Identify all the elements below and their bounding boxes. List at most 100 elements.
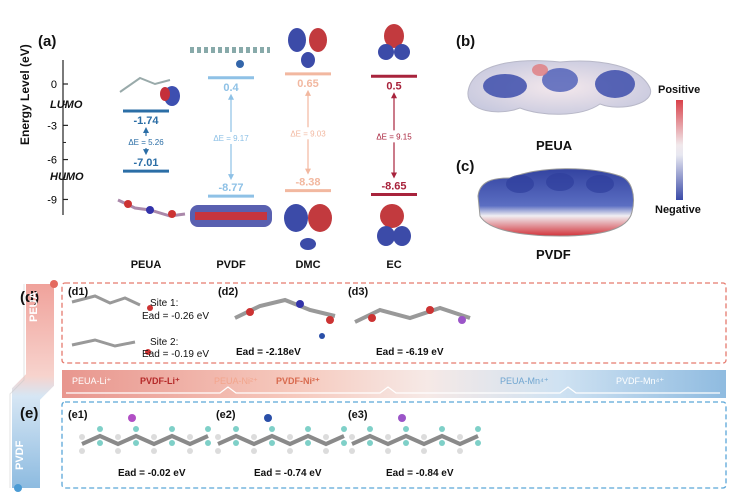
gap-label-bg bbox=[278, 127, 338, 140]
atom bbox=[115, 448, 121, 454]
y-tick-label: -9 bbox=[47, 194, 57, 206]
atom bbox=[97, 426, 103, 432]
atom bbox=[403, 440, 409, 446]
band-pvdf-li: PVDF-Li⁺ bbox=[140, 376, 180, 386]
atom bbox=[367, 426, 373, 432]
panel-a-label: (a) bbox=[38, 33, 57, 50]
gap-label-bg bbox=[116, 136, 176, 149]
gap-arrow-head-up bbox=[391, 92, 397, 99]
atom bbox=[269, 426, 275, 432]
gap-label-bg bbox=[201, 131, 261, 144]
colorbar-negative: Negative bbox=[655, 204, 701, 216]
homo-value: -8.38 bbox=[295, 177, 320, 189]
atom bbox=[475, 440, 481, 446]
ead-e3: Ead = -0.84 eV bbox=[386, 468, 454, 479]
gap-arrow-head-down bbox=[305, 168, 311, 175]
atom bbox=[421, 448, 427, 454]
atom bbox=[269, 440, 275, 446]
sub-label-d3: (d3) bbox=[348, 286, 369, 298]
molecule-name: DMC bbox=[295, 259, 320, 271]
side-label-peua: PEUA bbox=[28, 291, 40, 322]
pvdf-esp-surface bbox=[477, 168, 634, 237]
colorbar bbox=[676, 100, 683, 200]
sub-label-e3: (e3) bbox=[348, 409, 368, 421]
atom bbox=[385, 448, 391, 454]
ec-homo-orbital bbox=[377, 204, 411, 246]
pvdf-homo-orbital bbox=[190, 205, 272, 227]
atom bbox=[205, 440, 211, 446]
panel-d-frame bbox=[61, 282, 727, 364]
homo-label: HUMO bbox=[50, 171, 84, 183]
atom bbox=[205, 426, 211, 432]
gap-value: ΔE = 9.03 bbox=[290, 129, 326, 138]
orbital-illustrations bbox=[117, 24, 411, 250]
peua-homo-orbital bbox=[117, 198, 186, 218]
y-tick-label: -6 bbox=[47, 155, 57, 167]
molecule-name: EC bbox=[386, 259, 401, 271]
ec-lumo-orbital bbox=[378, 24, 410, 60]
atom bbox=[133, 440, 139, 446]
dmc-homo-orbital bbox=[284, 204, 332, 250]
atom bbox=[233, 426, 239, 432]
sub-label-e2: (e2) bbox=[216, 409, 236, 421]
atom bbox=[421, 434, 427, 440]
atom bbox=[251, 448, 257, 454]
atom bbox=[439, 426, 445, 432]
panel-e-frame bbox=[61, 401, 727, 489]
ead-d2: Ead = -2.18eV bbox=[236, 347, 301, 358]
atom bbox=[305, 440, 311, 446]
atom bbox=[323, 434, 329, 440]
y-axis-label: Energy Level (eV) bbox=[18, 44, 32, 145]
atom bbox=[79, 434, 85, 440]
side-bar bbox=[9, 280, 58, 492]
atom bbox=[457, 434, 463, 440]
peua-li-structures bbox=[71, 294, 153, 355]
gap-arrow-head-down bbox=[228, 174, 234, 181]
pvdf-chains bbox=[79, 414, 481, 454]
dmc-lumo-orbital bbox=[288, 28, 327, 68]
atom bbox=[79, 448, 85, 454]
lumo-label: LUMO bbox=[50, 99, 83, 111]
molecule-name: PEUA bbox=[131, 259, 162, 271]
atom bbox=[439, 440, 445, 446]
lumo-value: 0.4 bbox=[223, 82, 239, 94]
ead-e2: Ead = -0.74 eV bbox=[254, 468, 322, 479]
atom bbox=[169, 426, 175, 432]
gap-value: ΔE = 9.15 bbox=[376, 132, 412, 141]
peua-esp-surface bbox=[467, 60, 652, 115]
molecule-name: PVDF bbox=[216, 259, 246, 271]
gap-value: ΔE = 5.26 bbox=[128, 138, 164, 147]
ead-d3: Ead = -6.19 eV bbox=[376, 347, 444, 358]
peua-ni-structure bbox=[234, 297, 336, 339]
metal-ion bbox=[398, 414, 406, 422]
panel-b-molecule: PEUA bbox=[536, 138, 573, 153]
atom bbox=[169, 440, 175, 446]
homo-value: -8.77 bbox=[218, 182, 243, 194]
metal-ion bbox=[128, 414, 136, 422]
y-tick-label: -3 bbox=[47, 120, 57, 132]
gap-label-bg bbox=[364, 130, 424, 143]
band-peua-ni: PEUA-Ni²⁺ bbox=[214, 376, 258, 386]
atom bbox=[323, 448, 329, 454]
colorbar-positive: Positive bbox=[658, 84, 701, 96]
side-label-pvdf: PVDF bbox=[14, 440, 26, 470]
sub-label-e1: (e1) bbox=[68, 409, 88, 421]
site1-ead: Ead = -0.26 eV bbox=[142, 311, 209, 322]
atom bbox=[475, 426, 481, 432]
gap-arrow-head-down bbox=[391, 172, 397, 179]
atom bbox=[367, 440, 373, 446]
atom bbox=[187, 448, 193, 454]
pvdf-lumo-orbital bbox=[190, 47, 270, 68]
atom bbox=[341, 426, 347, 432]
atom bbox=[133, 426, 139, 432]
peua-mn-structure bbox=[354, 305, 471, 324]
lumo-value: 0.65 bbox=[297, 78, 318, 90]
sub-label-d1: (d1) bbox=[68, 286, 89, 298]
gap-value: ΔE = 9.17 bbox=[213, 134, 249, 143]
atom bbox=[187, 434, 193, 440]
atom bbox=[349, 448, 355, 454]
peua-lumo-orbital bbox=[119, 76, 180, 106]
site2-label: Site 2: bbox=[150, 337, 179, 348]
